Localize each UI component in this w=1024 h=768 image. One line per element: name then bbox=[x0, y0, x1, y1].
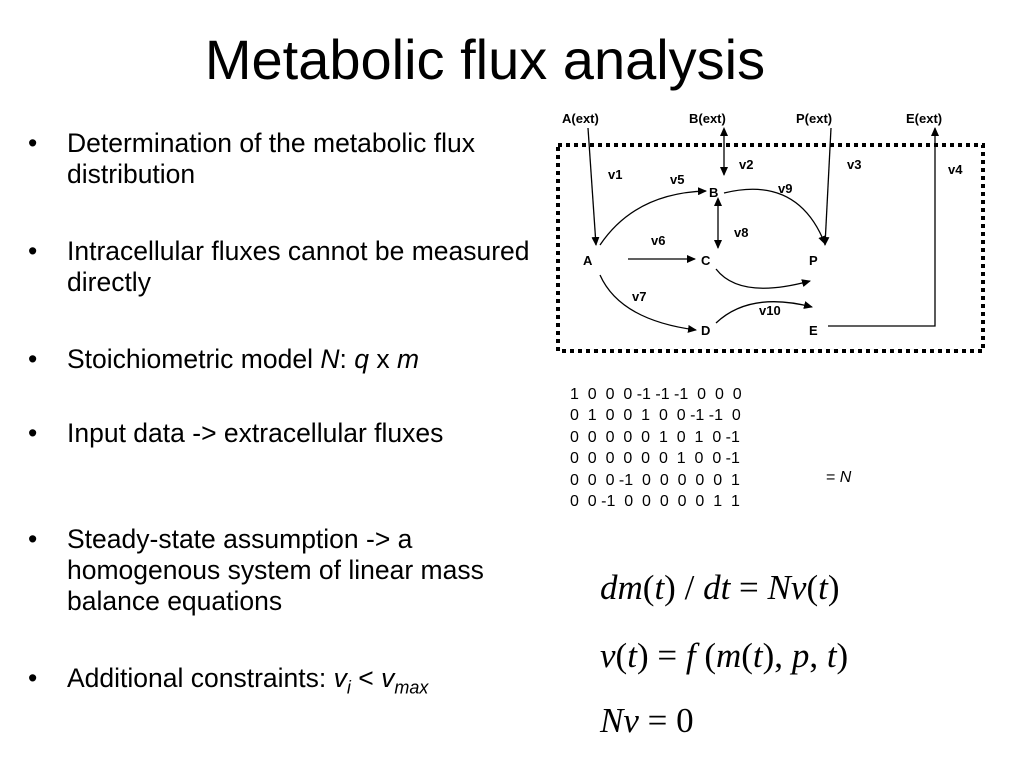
matrix-row: 0 0 0 0 0 0 1 0 0 -1 bbox=[570, 450, 740, 468]
bullet-marker: • bbox=[28, 524, 38, 554]
flux-arrow-v1 bbox=[587, 127, 600, 246]
node-d: D bbox=[701, 323, 710, 338]
flux-arrow-v9 bbox=[723, 188, 826, 245]
flux-label-v3: v3 bbox=[847, 157, 861, 172]
external-metabolite-e: E(ext) bbox=[906, 111, 942, 126]
flux-arrow-v10-upper bbox=[715, 268, 811, 289]
bullet-marker: • bbox=[28, 236, 38, 266]
bullet-item: • Input data -> extracellular fluxes bbox=[28, 418, 443, 449]
external-metabolite-b: B(ext) bbox=[689, 111, 726, 126]
bullet-text: Additional constraints: vi < vmax bbox=[67, 663, 429, 698]
flux-arrow-v10-lower bbox=[715, 301, 813, 324]
flux-label-v7: v7 bbox=[632, 289, 646, 304]
bullet-text: Stoichiometric model N: q x m bbox=[67, 344, 420, 374]
matrix-row: 0 0 0 -1 0 0 0 0 0 1 bbox=[570, 471, 740, 489]
node-b: B bbox=[709, 185, 718, 200]
flux-label-v8: v8 bbox=[734, 225, 748, 240]
bullet-text: Determination of the metabolic flux dist… bbox=[67, 128, 476, 189]
slide-title: Metabolic flux analysis bbox=[204, 28, 766, 91]
bullet-item: • Steady-state assumption -> a homogenou… bbox=[28, 524, 538, 617]
node-a: A bbox=[583, 253, 593, 268]
matrix-row: 0 0 0 0 0 1 0 1 0 -1 bbox=[570, 428, 740, 446]
bullet-item: • Stoichiometric model N: q x m bbox=[28, 344, 419, 375]
external-metabolite-p: P(ext) bbox=[796, 111, 832, 126]
system-boundary bbox=[556, 143, 985, 353]
node-p: P bbox=[809, 253, 818, 268]
matrix-row: 0 1 0 0 1 0 0 -1 -1 0 bbox=[570, 407, 741, 425]
flux-label-v6: v6 bbox=[651, 233, 665, 248]
node-e: E bbox=[809, 323, 818, 338]
flux-label-v1: v1 bbox=[608, 167, 622, 182]
matrix-label: = N bbox=[826, 469, 852, 486]
flux-arrow-v3 bbox=[821, 127, 832, 246]
equation-steady-state: Nv = 0 bbox=[600, 701, 694, 740]
flux-label-v2: v2 bbox=[739, 157, 753, 172]
bullet-marker: • bbox=[28, 418, 38, 448]
stoichiometric-matrix: 1 0 0 0 -1 -1 -1 0 0 0 0 1 0 0 1 0 0 -1 … bbox=[570, 384, 742, 512]
matrix-row: 1 0 0 0 -1 -1 -1 0 0 0 bbox=[570, 386, 742, 403]
bullet-text: Input data -> extracellular fluxes bbox=[67, 418, 444, 448]
bullet-marker: • bbox=[28, 344, 38, 374]
equation-mass-balance: dm(t) / dt = Nv(t) bbox=[600, 568, 840, 607]
equation-flux-function: v(t) = f (m(t), p, t) bbox=[600, 636, 849, 675]
bullet-item: • Intracellular fluxes cannot be measure… bbox=[28, 236, 538, 298]
flux-arrow-v4 bbox=[828, 127, 939, 327]
bullet-text: Steady-state assumption -> a homogenous … bbox=[67, 524, 484, 616]
bullet-marker: • bbox=[28, 663, 38, 693]
flux-arrow-v7 bbox=[599, 274, 697, 333]
flux-network-diagram: A(ext) B(ext) P(ext) E(ext) A B C P D E … bbox=[556, 111, 985, 353]
flux-label-v10: v10 bbox=[759, 303, 781, 318]
flux-arrow-v5 bbox=[599, 187, 707, 246]
flux-label-v5: v5 bbox=[670, 172, 684, 187]
node-c: C bbox=[701, 253, 711, 268]
bullet-item: • Additional constraints: vi < vmax bbox=[28, 663, 428, 703]
matrix-row: 0 0 -1 0 0 0 0 0 1 1 bbox=[570, 492, 740, 510]
flux-label-v9: v9 bbox=[778, 181, 792, 196]
external-metabolite-a: A(ext) bbox=[562, 111, 599, 126]
bullet-text: Intracellular fluxes cannot be measured … bbox=[67, 236, 530, 297]
bullet-item: • Determination of the metabolic flux di… bbox=[28, 128, 538, 190]
flux-label-v4: v4 bbox=[948, 162, 963, 177]
bullet-marker: • bbox=[28, 128, 38, 158]
